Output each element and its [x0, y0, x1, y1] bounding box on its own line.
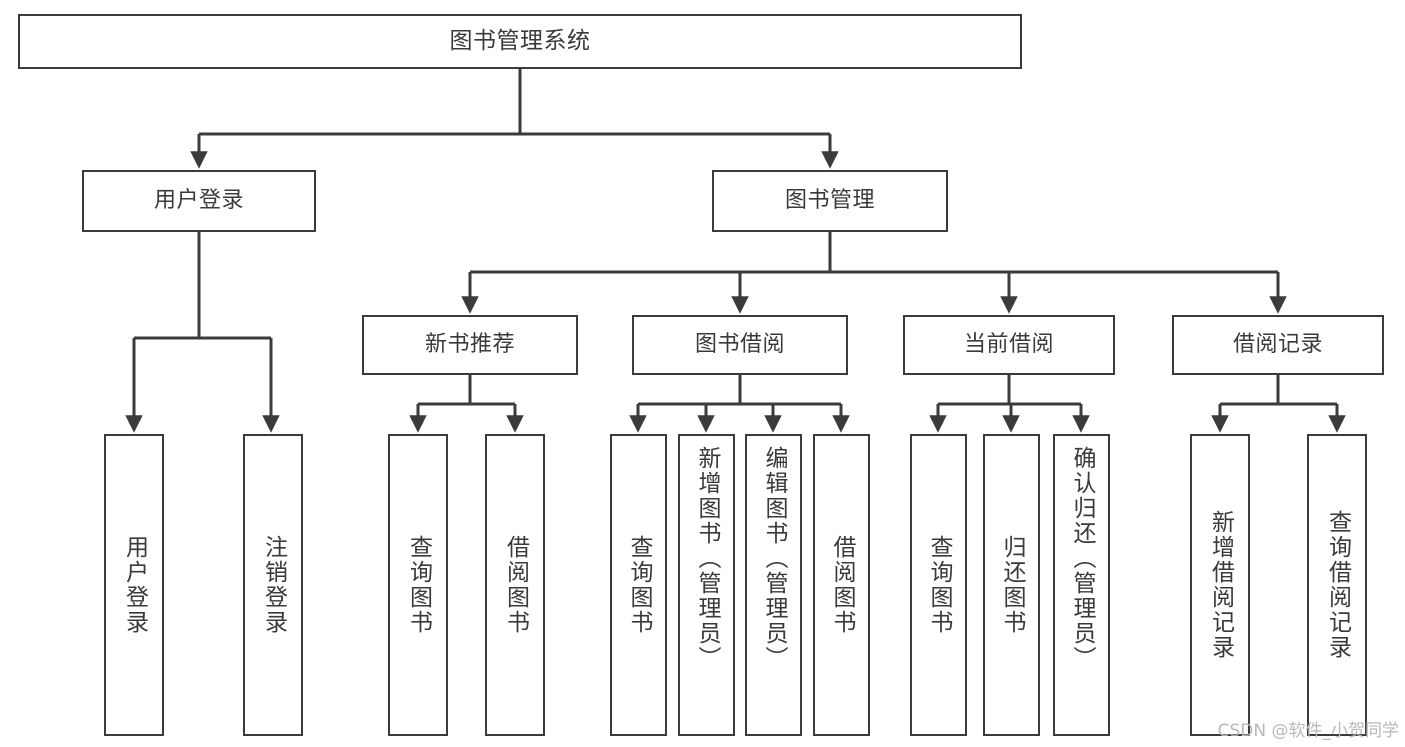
node-leaf-logout-login[interactable]: 注销登录 [243, 434, 303, 736]
node-leaf-user-login[interactable]: 用户登录 [104, 434, 164, 736]
node-leaf-query-borrow-record-label: 查询借阅记录 [1324, 510, 1351, 660]
node-leaf-borrow-book-label: 借阅图书 [829, 535, 855, 635]
node-leaf-add-book-admin-label: 新增图书（管理员） [694, 446, 720, 671]
node-borrow-records[interactable]: 借阅记录 [1172, 315, 1384, 375]
node-leaf-query-borrow-record[interactable]: 查询借阅记录 [1307, 434, 1367, 736]
node-book-manage-label: 图书管理 [784, 188, 875, 214]
node-leaf-query-book-rec-label: 查询图书 [405, 535, 432, 635]
node-new-book-recommend-label: 新书推荐 [424, 332, 515, 358]
csdn-watermark: CSDN @软件_小贺同学 [1217, 721, 1399, 741]
node-book-borrow[interactable]: 图书借阅 [632, 315, 848, 375]
node-leaf-return-book[interactable]: 归还图书 [983, 434, 1040, 736]
node-leaf-return-book-label: 归还图书 [999, 535, 1025, 635]
node-leaf-add-borrow-record-label: 新增借阅记录 [1207, 510, 1234, 660]
node-leaf-confirm-return-admin[interactable]: 确认归还（管理员） [1053, 434, 1110, 736]
node-leaf-edit-book-admin[interactable]: 编辑图书（管理员） [745, 434, 802, 736]
node-leaf-query-book-borrow-label: 查询图书 [626, 535, 652, 635]
node-book-manage[interactable]: 图书管理 [712, 170, 948, 232]
node-user-login[interactable]: 用户登录 [82, 170, 316, 232]
node-leaf-confirm-return-admin-label: 确认归还（管理员） [1069, 446, 1095, 671]
node-new-book-recommend[interactable]: 新书推荐 [362, 315, 578, 375]
node-book-borrow-label: 图书借阅 [694, 332, 785, 358]
node-leaf-add-book-admin[interactable]: 新增图书（管理员） [678, 434, 735, 736]
node-leaf-query-book-current-label: 查询图书 [926, 535, 952, 635]
node-user-login-label: 用户登录 [153, 188, 244, 214]
node-leaf-borrow-book[interactable]: 借阅图书 [813, 434, 870, 736]
node-leaf-query-book-current[interactable]: 查询图书 [910, 434, 967, 736]
node-leaf-logout-login-label: 注销登录 [260, 535, 287, 635]
node-leaf-user-login-label: 用户登录 [121, 535, 148, 635]
node-leaf-add-borrow-record[interactable]: 新增借阅记录 [1190, 434, 1250, 736]
node-current-borrow[interactable]: 当前借阅 [903, 315, 1115, 375]
node-root[interactable]: 图书管理系统 [18, 14, 1022, 69]
node-leaf-query-book-borrow[interactable]: 查询图书 [610, 434, 667, 736]
node-leaf-edit-book-admin-label: 编辑图书（管理员） [761, 446, 787, 671]
node-borrow-records-label: 借阅记录 [1232, 332, 1323, 358]
node-leaf-query-book-rec[interactable]: 查询图书 [388, 434, 448, 736]
node-root-label: 图书管理系统 [449, 27, 591, 54]
node-leaf-borrow-book-rec[interactable]: 借阅图书 [485, 434, 545, 736]
node-current-borrow-label: 当前借阅 [963, 332, 1054, 358]
node-leaf-borrow-book-rec-label: 借阅图书 [502, 535, 529, 635]
